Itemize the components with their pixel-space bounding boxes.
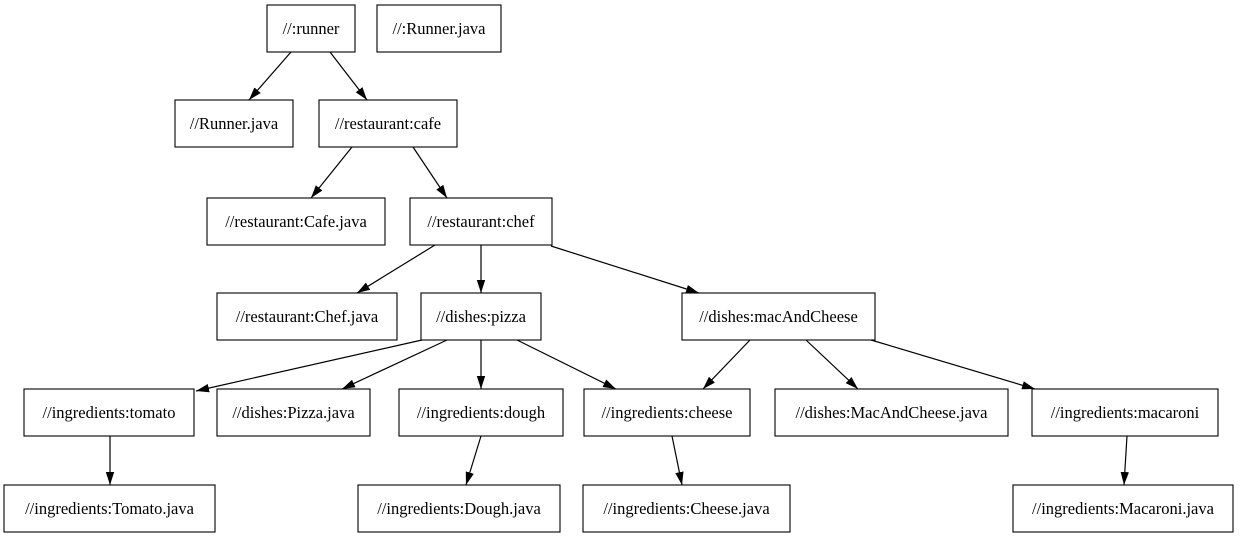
graph-node-label-runner-java-file: //:Runner.java [392, 19, 486, 38]
graph-node-box-tomato [23, 388, 195, 437]
graph-node-runner-java: //Runner.java [174, 99, 294, 148]
graph-node-label-tomato: //ingredients:tomato [43, 403, 176, 422]
edge-cheese-to-cheese-java [671, 435, 684, 486]
graph-node-label-tomato-java: //ingredients:Tomato.java [25, 499, 195, 518]
graph-node-label-runner-java: //Runner.java [190, 114, 279, 133]
graph-node-box-macaroni-java [1012, 484, 1234, 533]
edge-pizza-to-cheese [516, 339, 617, 390]
graph-node-label-macaroni: //ingredients:macaroni [1051, 403, 1200, 422]
edge-chef-to-chef-java [356, 244, 436, 294]
graph-node-runner-java-file: //:Runner.java [376, 4, 502, 53]
edge-cafe-to-cafe-java [310, 146, 353, 199]
graph-node-box-macandcheese [681, 292, 876, 341]
graph-node-box-macandcheese-java [774, 388, 1009, 437]
graph-node-label-chef: //restaurant:chef [427, 212, 535, 231]
graph-node-tomato: //ingredients:tomato [23, 388, 195, 437]
graph-node-dough: //ingredients:dough [398, 388, 564, 437]
graph-node-tomato-java: //ingredients:Tomato.java [3, 484, 216, 533]
graph-node-label-macandcheese: //dishes:macAndCheese [699, 307, 858, 326]
graph-node-box-macaroni [1031, 388, 1219, 437]
graph-node-box-chef [409, 197, 553, 246]
graph-node-chef-java: //restaurant:Chef.java [216, 292, 398, 341]
edges-layer [105, 51, 1129, 486]
graph-node-pizza: //dishes:pizza [420, 292, 542, 341]
nodes-layer: //:runner //:Runner.java //Runner.java //re… [3, 4, 1234, 533]
graph-node-box-cafe [318, 99, 458, 148]
graph-node-cheese-java: //ingredients:Cheese.java [582, 484, 791, 533]
graph-node-box-cheese [583, 388, 751, 437]
graph-node-macandcheese-java: //dishes:MacAndCheese.java [774, 388, 1009, 437]
graph-node-macaroni: //ingredients:macaroni [1031, 388, 1219, 437]
graph-node-cheese: //ingredients:cheese [583, 388, 751, 437]
graph-node-box-runner-java [174, 99, 294, 148]
graph-node-box-cafe-java [206, 197, 386, 246]
graph-node-cafe-java: //restaurant:Cafe.java [206, 197, 386, 246]
edge-pizza-to-pizza-java [341, 339, 448, 390]
edge-chef-to-macandcheese [550, 245, 700, 294]
graph-node-box-dough [398, 388, 564, 437]
graph-node-dough-java: //ingredients:Dough.java [357, 484, 561, 533]
graph-node-box-tomato-java [3, 484, 216, 533]
edge-pizza-to-tomato [195, 339, 423, 393]
graph-node-box-chef-java [216, 292, 398, 341]
graph-node-box-runner [266, 4, 356, 53]
graph-node-label-cafe-java: //restaurant:Cafe.java [225, 212, 367, 231]
edge-macandcheese-to-cheese [702, 339, 751, 390]
graph-node-label-chef-java: //restaurant:Chef.java [236, 307, 379, 326]
edge-macandcheese-to-macandcheese-java [805, 339, 859, 390]
graph-node-label-pizza-java: //dishes:Pizza.java [232, 403, 355, 422]
edge-runner-to-cafe [329, 51, 368, 101]
graph-node-label-dough-java: //ingredients:Dough.java [377, 499, 541, 518]
graph-node-label-cheese: //ingredients:cheese [601, 403, 732, 422]
graph-node-box-runner-java-file [376, 4, 502, 53]
graph-node-label-macaroni-java: //ingredients:Macaroni.java [1032, 499, 1215, 518]
graph-node-runner: //:runner [266, 4, 356, 53]
graph-node-box-pizza-java [216, 388, 371, 437]
graph-node-macandcheese: //dishes:macAndCheese [681, 292, 876, 341]
edge-macaroni-to-macaroni-java [1120, 435, 1129, 486]
graph-node-label-runner: //:runner [283, 19, 340, 38]
graph-node-macaroni-java: //ingredients:Macaroni.java [1012, 484, 1234, 533]
edge-dough-to-dough-java [465, 435, 482, 486]
edge-cafe-to-chef [412, 146, 448, 199]
graph-node-cafe: //restaurant:cafe [318, 99, 458, 148]
graph-node-box-cheese-java [582, 484, 791, 533]
edge-runner-to-runner-java [248, 51, 292, 101]
graph-node-box-dough-java [357, 484, 561, 533]
graph-node-box-pizza [420, 292, 542, 341]
graph-node-label-pizza: //dishes:pizza [436, 307, 526, 326]
graph-node-label-dough: //ingredients:dough [417, 403, 546, 422]
graph-node-chef: //restaurant:chef [409, 197, 553, 246]
graph-node-label-cafe: //restaurant:cafe [335, 114, 441, 133]
graph-node-label-macandcheese-java: //dishes:MacAndCheese.java [796, 403, 989, 422]
edge-macandcheese-to-macaroni [870, 339, 1036, 390]
graph-node-pizza-java: //dishes:Pizza.java [216, 388, 371, 437]
graph-node-label-cheese-java: //ingredients:Cheese.java [603, 499, 770, 518]
